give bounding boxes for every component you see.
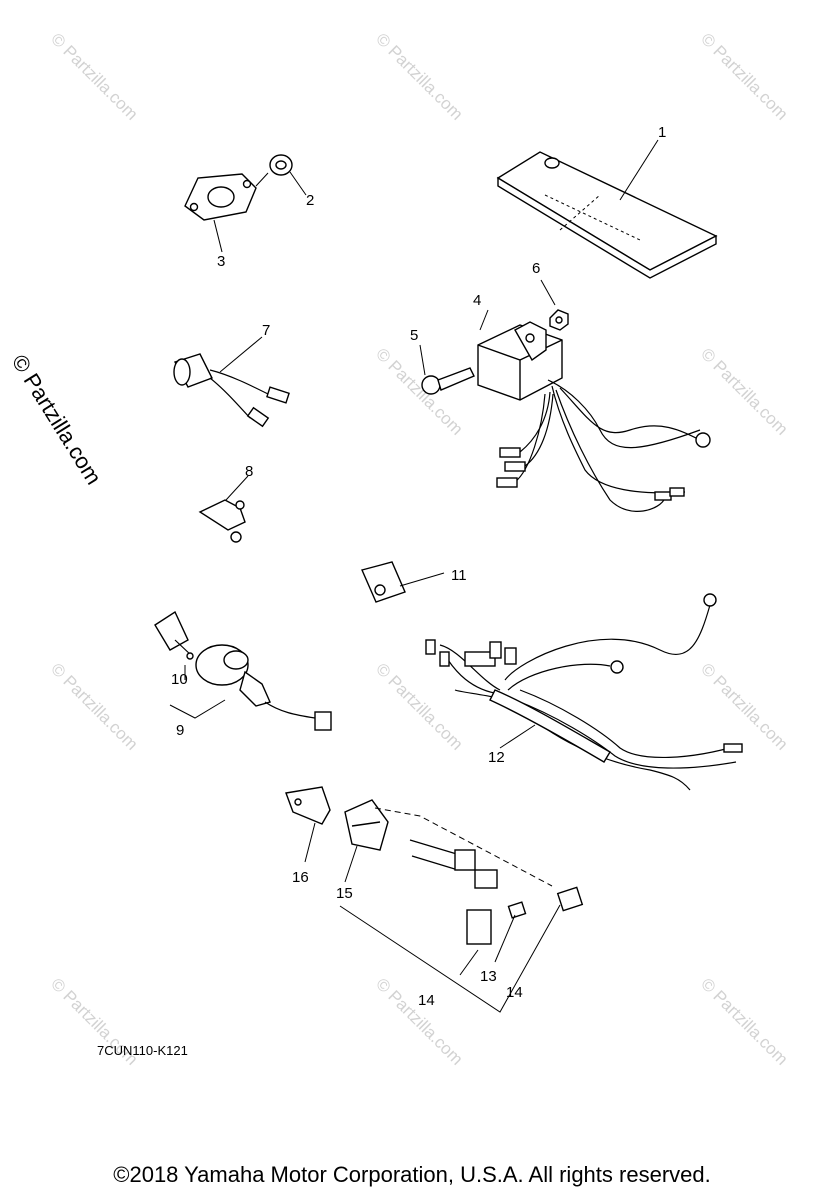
watermark-text: © Partzilla.com [697,29,791,123]
callout-4: 4 [473,292,481,309]
part-3-gasket [184,172,269,253]
part-16-bracket [285,786,331,863]
watermark-text: © Partzilla.com [372,344,466,438]
part-7-lead-wire [173,336,290,428]
part-13-sub-harness [339,807,561,1013]
callout-2: 2 [306,192,314,209]
copyright-notice: ©2018 Yamaha Motor Corporation, U.S.A. A… [113,1162,711,1187]
part-6-nut [540,279,569,331]
part-11-rectifier [361,561,445,603]
callout-14: 14 [506,984,523,1001]
callout-8: 8 [245,463,253,480]
callout-1: 1 [658,124,666,141]
part-8-clamp [198,475,249,543]
callout-10: 10 [171,671,188,688]
callout-16: 16 [292,869,309,886]
part-5-bolt [419,344,475,395]
watermark-text: © Partzilla.com [47,659,141,753]
watermark-text: © Partzilla.com [47,29,141,123]
callout-11: 11 [451,567,467,584]
watermark-text: © Partzilla.com [697,344,791,438]
watermark-grid: © Partzilla.com © Partzilla.com © Partzi… [47,29,791,1068]
watermark-text: © Partzilla.com [372,29,466,123]
callout-13: 14 [418,992,435,1009]
callout-5: 5 [410,327,418,344]
callout-6: 6 [532,260,540,277]
part-15-coupler [344,799,389,883]
callout-15: 15 [336,885,353,902]
part-14-terminal-cover [494,886,584,963]
callout-9: 9 [176,722,184,739]
part-1-cover-plate [496,139,718,279]
part-12-wire-harness [425,593,743,791]
watermark-text: © Partzilla.com [697,974,791,1068]
watermark-text: © Partzilla.com [697,659,791,753]
part-4-cdi-unit [477,309,711,512]
diagram-code: 7CUN110-K121 [97,1043,188,1058]
watermark-text: © Partzilla.com [372,659,466,753]
callout-14: 13 [480,968,497,985]
part-9-main-switch [154,610,332,731]
callout-12: 12 [488,749,505,766]
watermark-text: © Partzilla.com [372,974,466,1068]
callout-3: 3 [217,253,225,270]
callout-7: 7 [262,322,270,339]
part-2-nut [269,154,307,196]
callout-labels: 1 2 3 6 4 5 7 8 11 10 9 12 16 15 13 14 1… [171,124,666,1009]
